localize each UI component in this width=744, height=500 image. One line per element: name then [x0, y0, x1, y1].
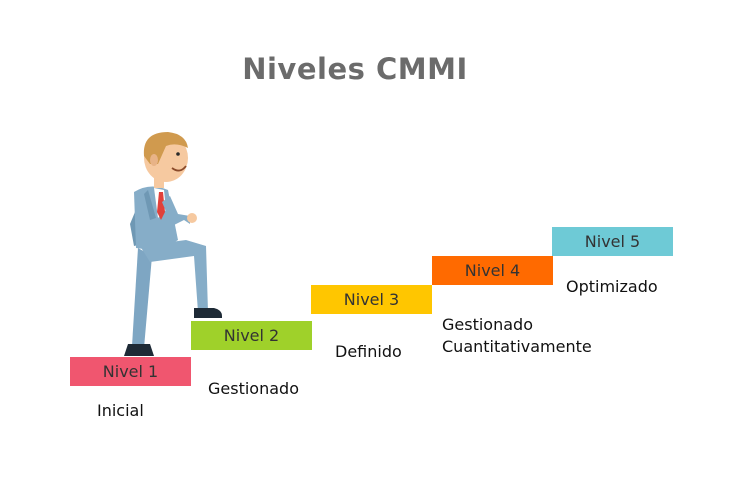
level-2-label: Gestionado	[208, 379, 299, 398]
diagram-title: Niveles CMMI	[242, 52, 468, 86]
level-5-name: Nivel 5	[584, 232, 641, 251]
level-4-step: Nivel 4	[432, 256, 553, 285]
level-4-name: Nivel 4	[464, 261, 521, 280]
businessman-climbing-icon	[110, 128, 240, 360]
level-1-step: Nivel 1	[70, 357, 191, 386]
level-1-name: Nivel 1	[102, 362, 159, 381]
level-2-name: Nivel 2	[223, 326, 280, 345]
level-4-label-line1: Gestionado	[442, 315, 533, 334]
level-5-step: Nivel 5	[552, 227, 673, 256]
level-1-label: Inicial	[97, 401, 144, 420]
level-5-label: Optimizado	[566, 277, 658, 296]
level-3-label: Definido	[335, 342, 402, 361]
level-3-name: Nivel 3	[343, 290, 400, 309]
level-4-label: Gestionado Cuantitativamente	[442, 314, 592, 358]
level-3-step: Nivel 3	[311, 285, 432, 314]
level-2-step: Nivel 2	[191, 321, 312, 350]
level-4-label-line2: Cuantitativamente	[442, 337, 592, 356]
